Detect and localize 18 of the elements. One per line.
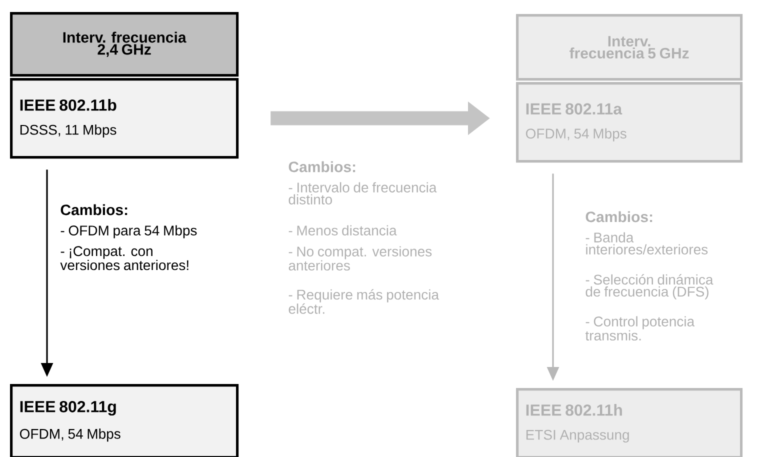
bullet-text: - Control potencia transmis. bbox=[585, 316, 695, 341]
bullet-text: - OFDM para 54 Mbps bbox=[60, 225, 197, 238]
standard-box: IEEE 802.11b DSSS, 11 Mbps bbox=[10, 78, 239, 159]
heading-text: Cambios: bbox=[586, 211, 652, 222]
heading-text: Cambios: bbox=[288, 161, 356, 172]
standard-box: IEEE 802.11h ETSI Anpassung bbox=[516, 388, 743, 457]
header-box: Interv. frecuencia 5 GHz bbox=[516, 14, 743, 81]
bullet-text: - Selección dinámica de frecuencia (DFS) bbox=[586, 274, 714, 300]
standard-box: IEEE 802.11a OFDM, 54 Mbps bbox=[516, 82, 743, 163]
bullet-text: - Intervalo de frecuencia distinto bbox=[288, 182, 437, 204]
bullet-text: - No compat. versiones anteriores bbox=[288, 246, 432, 271]
header-box: Interv. frecuencia 2,4 GHz bbox=[10, 12, 239, 77]
bullet-text: - ¡Compat. con versiones anteriores! bbox=[60, 246, 188, 270]
bullet-text: - Banda interiores/exteriores bbox=[586, 232, 708, 254]
standard-box: IEEE 802.11g OFDM, 54 Mbps bbox=[10, 384, 239, 457]
bullet-text: - Menos distancia bbox=[288, 225, 397, 236]
bullet-text: - Requiere más potencia eléctr. bbox=[288, 289, 440, 314]
heading-text: Cambios: bbox=[60, 204, 128, 216]
